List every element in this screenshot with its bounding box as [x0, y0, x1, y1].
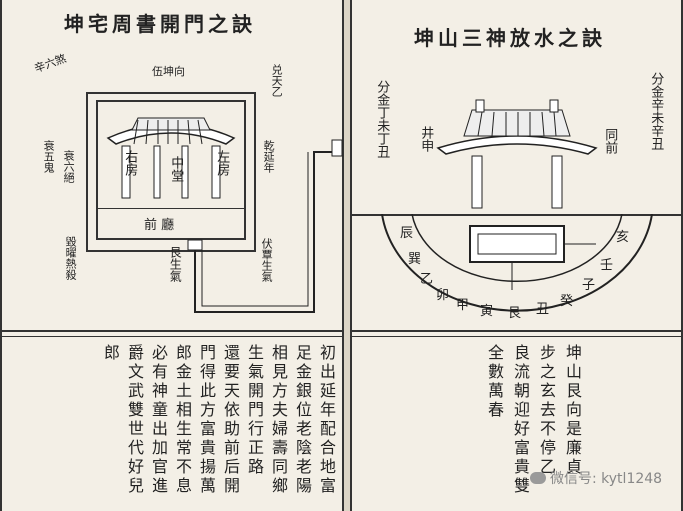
right-divider	[352, 330, 681, 332]
label-left-3: 毀曜熱殺	[64, 236, 78, 280]
left-text-col-7: 郎金土相生常不息	[173, 344, 192, 496]
house-outer-frame	[86, 92, 256, 252]
left-text-col-8: 必有神童出加官進	[149, 344, 168, 496]
label-right-inner: 同前	[602, 128, 618, 154]
room-right-label: 右房	[122, 150, 138, 176]
house-inner-frame	[96, 100, 246, 240]
zodiac-gui: 癸	[560, 294, 574, 309]
zodiac-hai: 亥	[616, 230, 630, 245]
left-text-col-9: 爵文武雙世代好兒	[125, 344, 144, 496]
zodiac-gen: 艮	[508, 306, 522, 321]
zodiac-yi: 乙	[420, 272, 434, 287]
zodiac-xun: 巽	[408, 252, 422, 267]
zodiac-mao: 卯	[436, 288, 450, 303]
wechat-icon	[530, 472, 546, 484]
book-gutter	[344, 0, 350, 511]
left-divider-2	[2, 336, 342, 337]
zodiac-chen: 辰	[400, 226, 414, 241]
label-left-2: 衰六絕	[62, 150, 76, 183]
gate-path-lines	[187, 139, 343, 313]
label-left-1: 衰五鬼	[42, 140, 56, 173]
zodiac-chou: 丑	[536, 302, 550, 317]
right-text-col-3: 良流朝迎好富貴雙	[511, 344, 530, 496]
room-left-label: 左房	[214, 150, 230, 176]
hall-divider	[98, 208, 244, 209]
watermark-text: 微信号: kytl1248	[550, 471, 663, 487]
left-text-col-4: 生氣開門行正路	[245, 344, 264, 477]
label-right-outer: 分金辛未辛丑	[648, 72, 664, 150]
right-text-col-1: 坤山艮向是廉貞	[563, 344, 582, 477]
left-text-col-10: 郎	[101, 344, 120, 363]
gate-label: 艮生氣	[168, 246, 183, 282]
right-pavilion-drawing	[436, 99, 598, 209]
left-text-col-6: 門得此方富貴揚萬	[197, 344, 216, 496]
right-text-col-2: 步之玄去不停乙	[537, 344, 556, 477]
hall-label: 前 廳	[144, 218, 175, 233]
left-text-col-5: 還要天依助前后開	[221, 344, 240, 496]
zodiac-jia: 甲	[456, 298, 470, 313]
right-divider-2	[352, 336, 681, 337]
zodiac-ren: 壬	[600, 258, 614, 273]
label-right-3: 伏覃生氣	[260, 238, 274, 282]
left-divider	[2, 330, 342, 332]
right-page: 坤山三神放水之訣 分金丁未丁丑 井申 分金辛未辛丑 同前 辰 巽 乙 卯 甲 寅…	[350, 0, 683, 511]
right-page-title: 坤山三神放水之訣	[414, 26, 606, 50]
label-top: 伍坤向	[152, 65, 185, 78]
right-upper-divider	[352, 214, 681, 216]
label-right-2: 乾延年	[262, 140, 276, 173]
label-right-1: 兑天乙	[270, 64, 284, 97]
room-center-label: 中堂	[168, 156, 184, 182]
right-text-col-4: 全數萬春	[485, 344, 504, 420]
left-text-col-1: 初出延年配合地富	[317, 344, 336, 496]
compass-arc	[381, 214, 653, 312]
pavilion-drawing	[106, 117, 236, 199]
zodiac-yin: 寅	[480, 304, 494, 319]
watermark: 微信号: kytl1248	[530, 468, 662, 488]
left-page: 坤宅周書開門之訣 右房 中堂 左房 前 廳 伍坤向 辛六煞 衰五鬼 衰六絕 毀曜…	[0, 0, 344, 511]
left-text-col-2: 足金銀位老陰老陽	[293, 344, 312, 496]
left-text-col-3: 相見方夫婦壽同鄉	[269, 344, 288, 496]
zodiac-zi: 子	[582, 278, 596, 293]
label-left-outer: 分金丁未丁丑	[374, 80, 390, 158]
left-page-title: 坤宅周書開門之訣	[64, 12, 256, 36]
label-left-inner: 井申	[418, 126, 434, 152]
